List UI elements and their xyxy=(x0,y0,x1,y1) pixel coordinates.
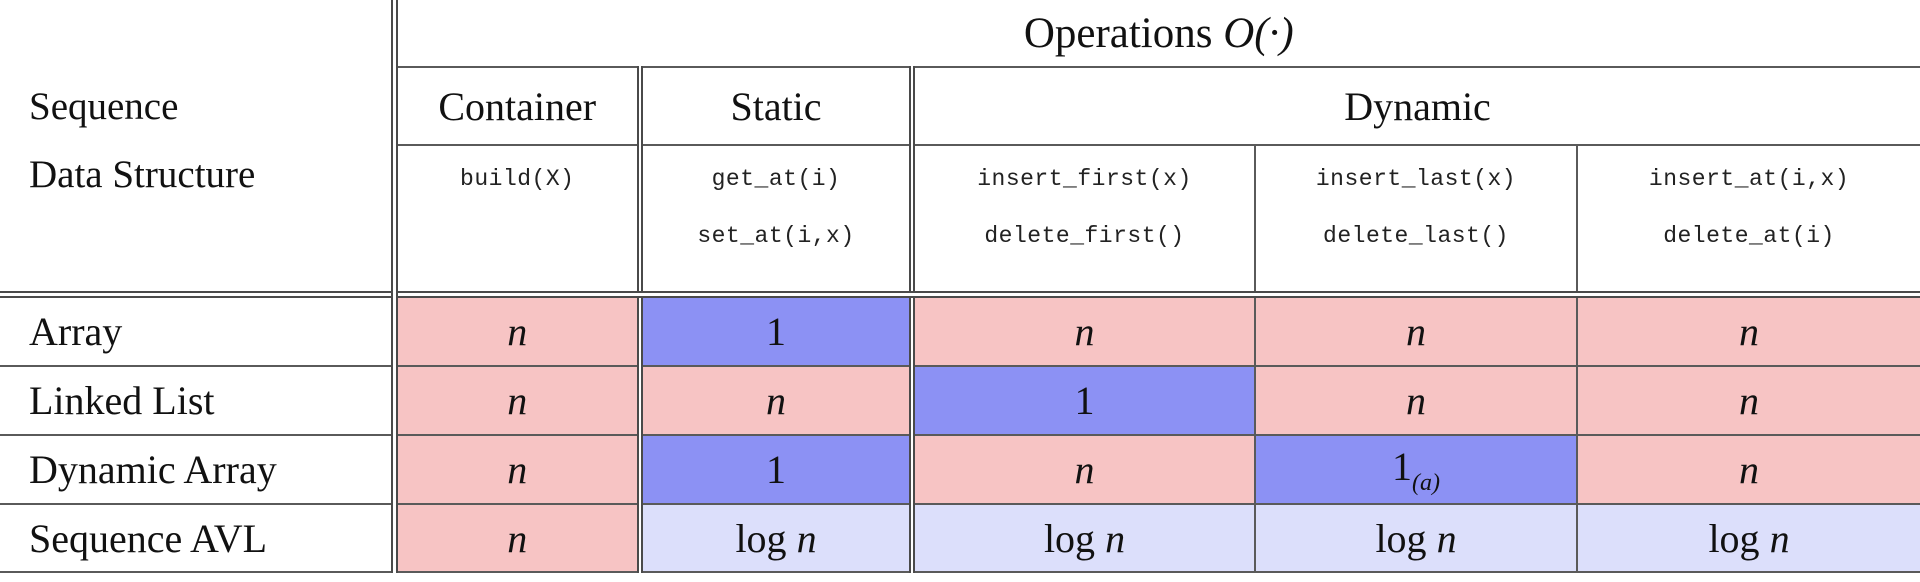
cost-value: n xyxy=(507,378,528,423)
cost-value: n xyxy=(1739,309,1759,354)
cost-value: n xyxy=(1436,515,1457,561)
cost-cell: n xyxy=(1254,365,1578,436)
table-row: Linked List n n 1 n n xyxy=(0,365,1920,436)
group-static: Static xyxy=(637,66,913,146)
op-insert-last: insert_last(x) xyxy=(1315,166,1517,192)
cost-cell: log n xyxy=(1575,503,1920,573)
table-row: Array n 1 n n n xyxy=(0,291,1920,367)
cost-cell: n xyxy=(909,434,1256,505)
op-cell-first: insert_first(x) delete_first() xyxy=(909,144,1256,296)
op-get-at: get_at(i) xyxy=(711,166,841,192)
cost-cell: log n xyxy=(1254,503,1578,573)
cost-value: n xyxy=(1406,309,1426,354)
table-row: Dynamic Array n 1 n 1(a) n xyxy=(0,434,1920,505)
group-dynamic: Dynamic xyxy=(908,66,1920,146)
op-set-at: set_at(i,x) xyxy=(697,223,855,249)
op-cell-last: insert_last(x) delete_last() xyxy=(1254,144,1578,296)
row-name: Linked List xyxy=(0,365,395,436)
cost-cell: n xyxy=(390,365,641,436)
op-delete-first: delete_first() xyxy=(984,223,1185,249)
cost-value: n xyxy=(507,515,528,561)
op-cell-at: insert_at(i,x) delete_at(i) xyxy=(1575,144,1920,296)
cost-value: 1 xyxy=(766,447,786,492)
header-row-operations: Sequence Data Structure Operations O(·) xyxy=(0,0,1920,296)
group-container: Container xyxy=(390,66,641,146)
header-row-ops: build(X) get_at(i) set_at(i,x) insert_fi… xyxy=(0,144,1920,296)
op-build: build(X) xyxy=(460,166,575,192)
cost-cell: n xyxy=(909,291,1256,367)
cost-value: n xyxy=(507,447,528,492)
header-row-groups: Container Static Dynamic xyxy=(0,66,1920,146)
op-delete-last: delete_last() xyxy=(1323,223,1509,249)
cost-value: n xyxy=(1739,378,1759,423)
log-label: log xyxy=(1375,515,1437,561)
cost-value: n xyxy=(507,309,528,354)
cost-value: 1 xyxy=(1392,443,1412,489)
op-delete-at: delete_at(i) xyxy=(1663,223,1835,249)
cost-value: n xyxy=(796,515,817,561)
cost-cell: 1 xyxy=(637,291,913,367)
row-name: Array xyxy=(0,291,395,367)
operations-notation: O(·) xyxy=(1223,9,1294,57)
row-name: Dynamic Array xyxy=(0,434,395,505)
cost-cell: 1 xyxy=(909,365,1256,436)
cost-cell: log n xyxy=(909,503,1256,573)
cost-cell: n xyxy=(390,434,641,505)
cost-cell: n xyxy=(1575,365,1920,436)
cost-cell: 1 xyxy=(637,434,913,505)
row-label-line2: Data Structure xyxy=(29,152,256,196)
log-label: log xyxy=(1043,515,1106,561)
row-name: Sequence AVL xyxy=(0,503,395,573)
cost-value: n xyxy=(1406,378,1426,423)
operations-title: Operations O(·) xyxy=(390,0,1920,68)
cost-cell: n xyxy=(1575,434,1920,505)
row-label-line1: Sequence xyxy=(29,84,179,128)
cost-value: 1 xyxy=(766,309,786,354)
cost-value: n xyxy=(766,378,786,423)
row-label-header: Sequence Data Structure xyxy=(0,0,395,296)
cost-cell: n xyxy=(1254,291,1578,367)
operations-title-text: Operations xyxy=(1023,9,1213,57)
cost-value: n xyxy=(1074,309,1095,354)
cost-cell: n xyxy=(1575,291,1920,367)
cost-value: n xyxy=(1074,447,1095,492)
cost-value: 1 xyxy=(1074,378,1095,423)
cost-value: n xyxy=(1769,515,1790,561)
log-label: log xyxy=(1708,515,1770,561)
amortized-subscript: (a) xyxy=(1412,469,1440,496)
cost-cell: log n xyxy=(637,503,913,573)
cost-cell: n xyxy=(390,291,641,367)
cost-value: n xyxy=(1105,515,1126,561)
cost-cell: n xyxy=(390,503,641,573)
cost-cell: n xyxy=(637,365,913,436)
cost-cell: 1(a) xyxy=(1254,434,1578,505)
op-insert-first: insert_first(x) xyxy=(977,166,1192,192)
op-insert-at: insert_at(i,x) xyxy=(1648,166,1850,192)
op-cell-container: build(X) xyxy=(390,144,641,296)
table-row: Sequence AVL n log n log n log n log n xyxy=(0,503,1920,573)
cost-value: n xyxy=(1739,447,1759,492)
log-label: log xyxy=(735,515,797,561)
op-cell-static: get_at(i) set_at(i,x) xyxy=(637,144,913,296)
